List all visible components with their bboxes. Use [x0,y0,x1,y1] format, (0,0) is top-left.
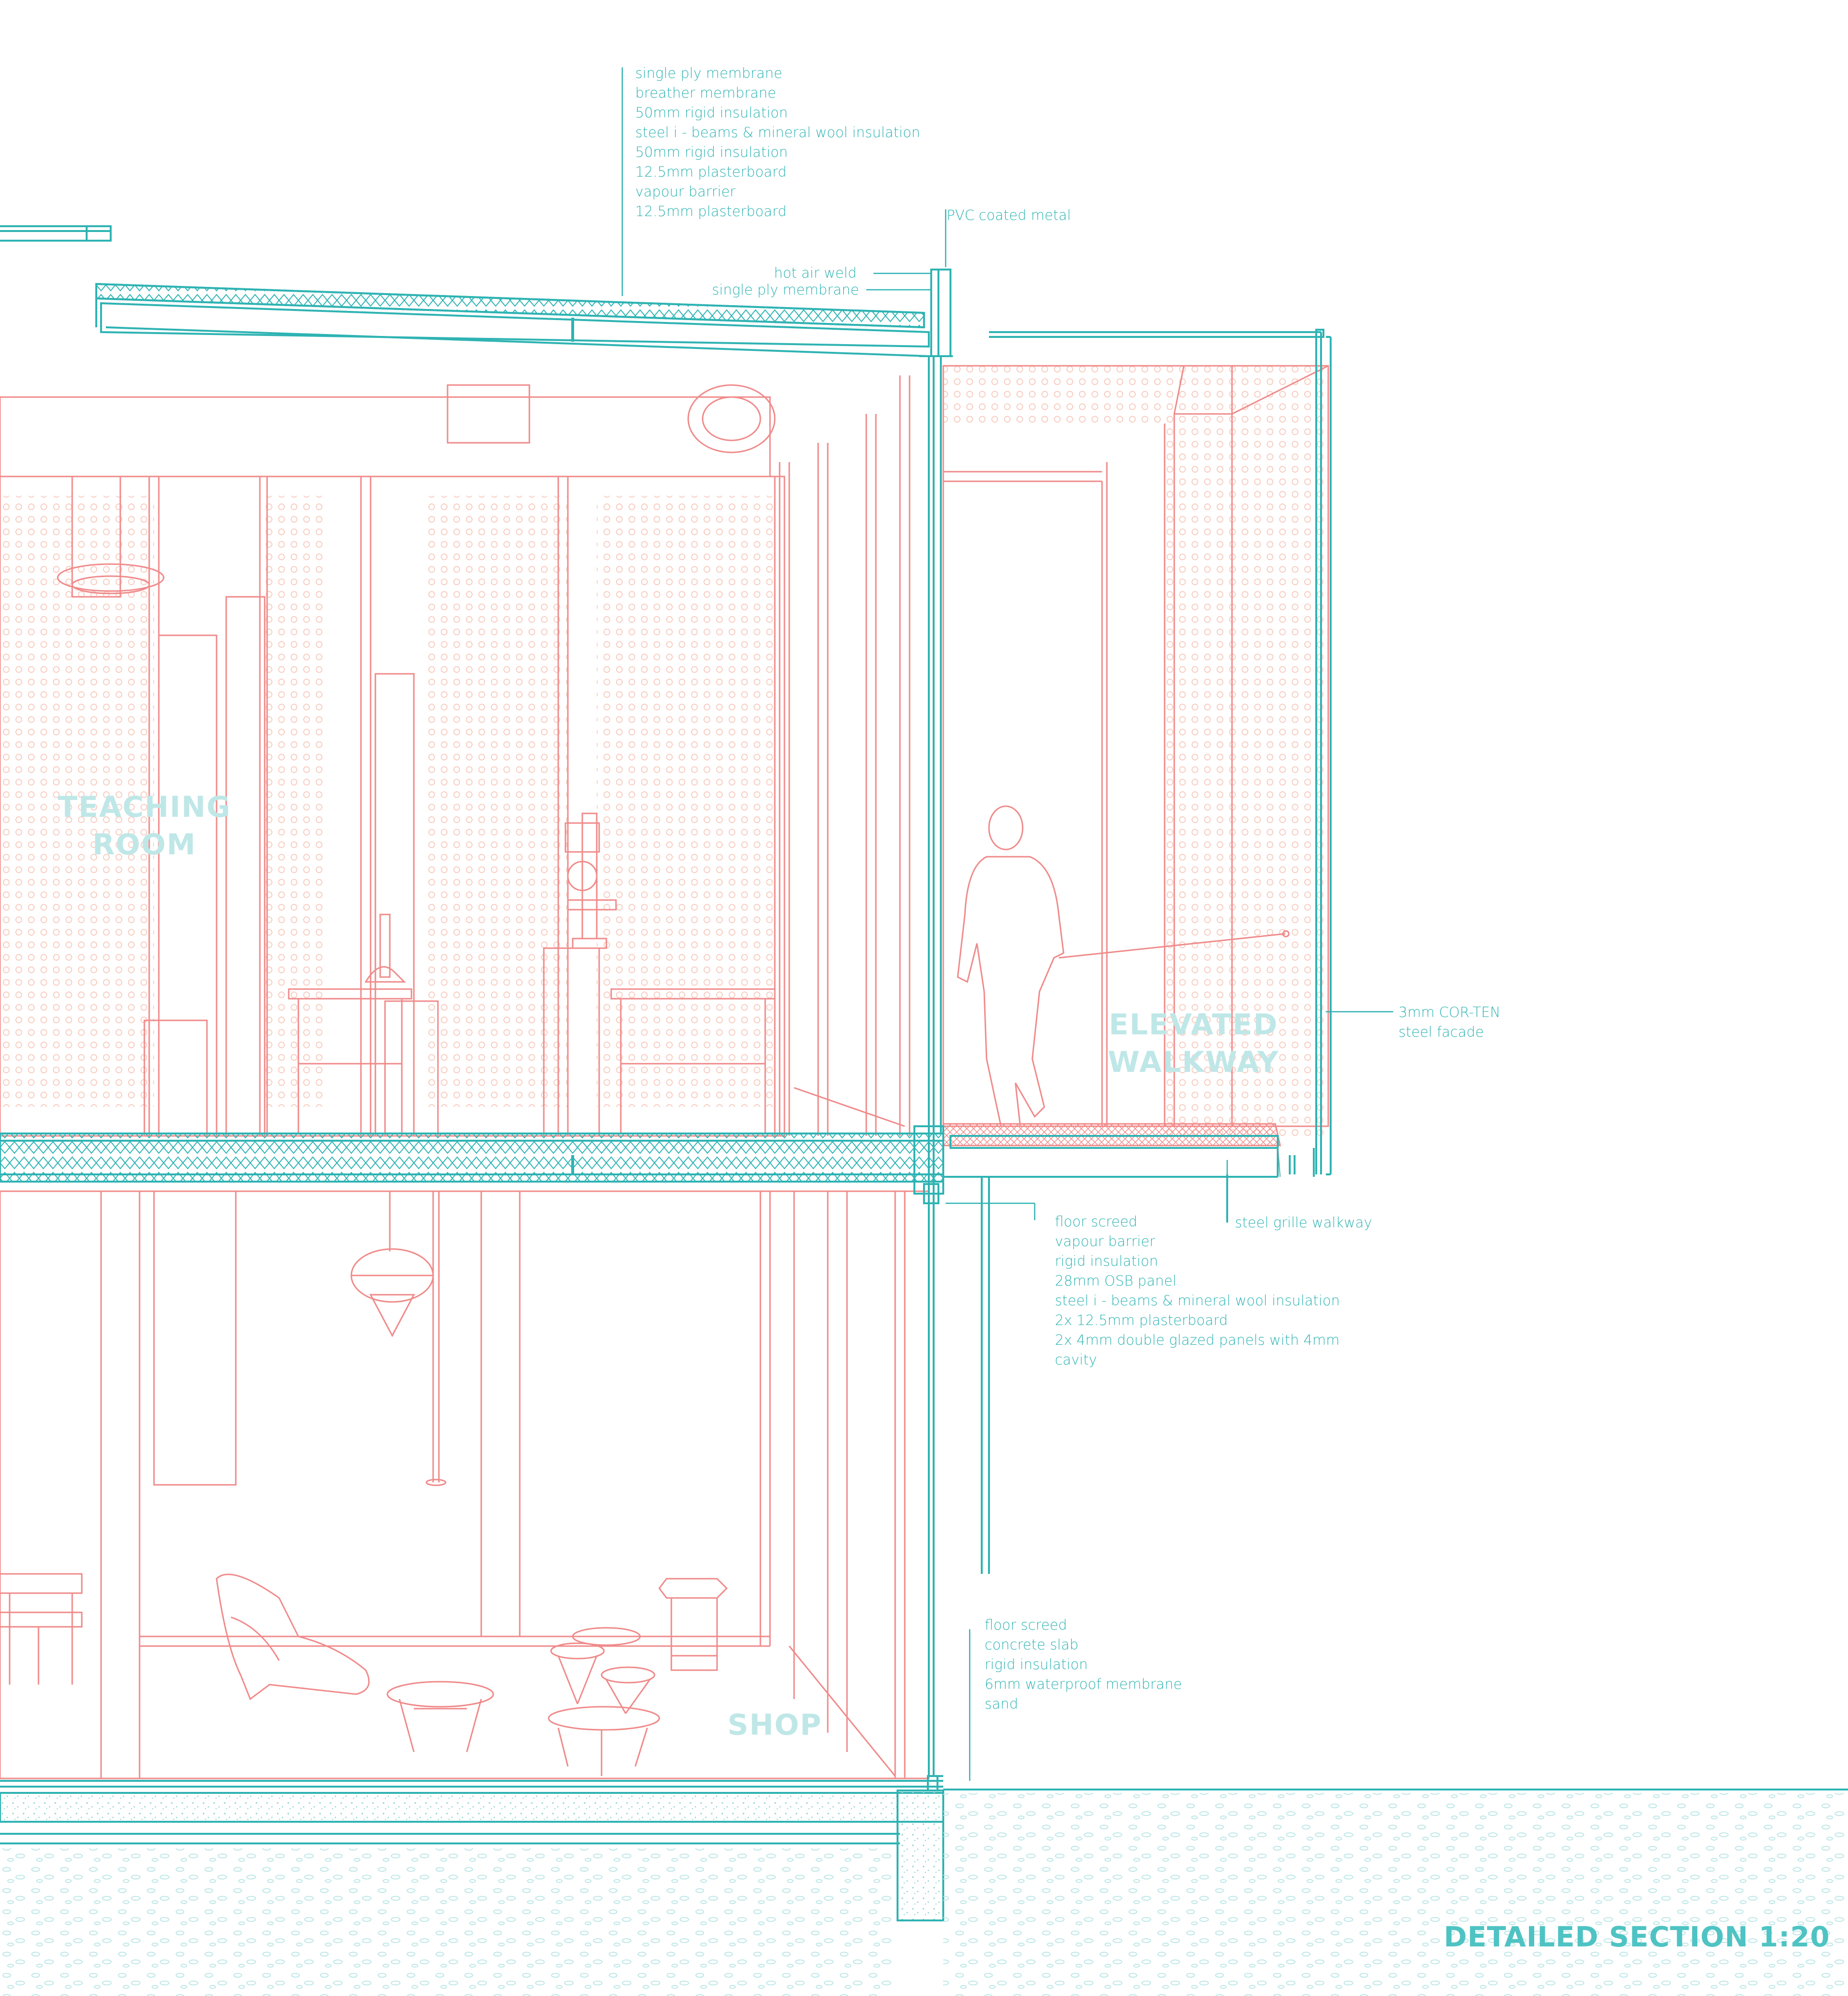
ground-layer: floor screed [985,1617,1067,1633]
ground-texture [0,1848,898,1996]
floor-layer: 2x 12.5mm plasterboard [1055,1312,1228,1328]
ground-layer: sand [985,1696,1018,1712]
floor-layers-note: floor screed vapour barrier rigid insula… [1055,1212,1340,1370]
upper-interior-lines [0,375,911,1137]
teaching-room-line: ROOM [92,828,196,862]
floor-layer: 2x 4mm double glazed panels with 4mm [1055,1332,1340,1348]
ground-layers-note: floor screed concrete slab rigid insulat… [985,1615,1182,1714]
corten-line: steel facade [1399,1024,1484,1040]
corten-line: 3mm COR-TEN [1399,1004,1501,1020]
roof-layer: 50mm rigid insulation [635,104,788,121]
roof-layer: vapour barrier [635,183,736,200]
person-figure [957,805,1065,1127]
floor-layer: floor screed [1055,1213,1138,1230]
drawing-title: DETAILED SECTION 1:20 [1444,1920,1830,1953]
roof-layer: 12.5mm plasterboard [635,164,787,180]
walkway-line: ELEVATED [1108,1008,1279,1042]
pvc-note: PVC coated metal [947,207,1071,223]
corten-note: 3mm COR-TEN steel facade [1399,1003,1501,1042]
floor-layer: rigid insulation [1055,1253,1158,1269]
roof-layers-note: single ply membrane breather membrane 50… [635,64,920,221]
floor-layer: 28mm OSB panel [1055,1273,1177,1289]
floor-layer: vapour barrier [1055,1233,1155,1249]
lower-interior-lines [0,1190,930,1779]
roof-layer: 50mm rigid insulation [635,144,788,160]
shop-label: SHOP [727,1708,822,1742]
structure-lines [0,225,1848,1921]
roof-layer: breather membrane [635,85,776,101]
roof-layer: single ply membrane [635,65,783,81]
ground-layer: rigid insulation [985,1656,1088,1673]
walkway-line: WALKWAY [1107,1045,1280,1079]
roof-layer: 12.5mm plasterboard [635,203,787,219]
floor-layer: steel i - beams & mineral wool insulatio… [1055,1292,1340,1309]
perforated-panels [0,366,1328,1136]
ground-layer: concrete slab [985,1636,1078,1653]
single-ply-note: single ply membrane [712,282,859,298]
leader-lines [621,67,1393,1781]
teaching-room-line: TEACHING [58,790,231,824]
ground-layer: 6mm waterproof membrane [985,1676,1182,1692]
hot-air-weld-note: hot air weld [774,265,857,281]
teaching-room-label: TEACHING ROOM [58,788,231,863]
walkway-grey-marks [1277,1145,1281,1177]
roof-layer: steel i - beams & mineral wool insulatio… [635,124,921,141]
floor-layer: cavity [1055,1352,1097,1368]
grille-note: steel grille walkway [1235,1214,1372,1231]
ground-texture-right [943,1793,1848,1996]
walkway-label: ELEVATED WALKWAY [1107,1006,1280,1081]
walkway-enclosure [942,365,1329,1146]
